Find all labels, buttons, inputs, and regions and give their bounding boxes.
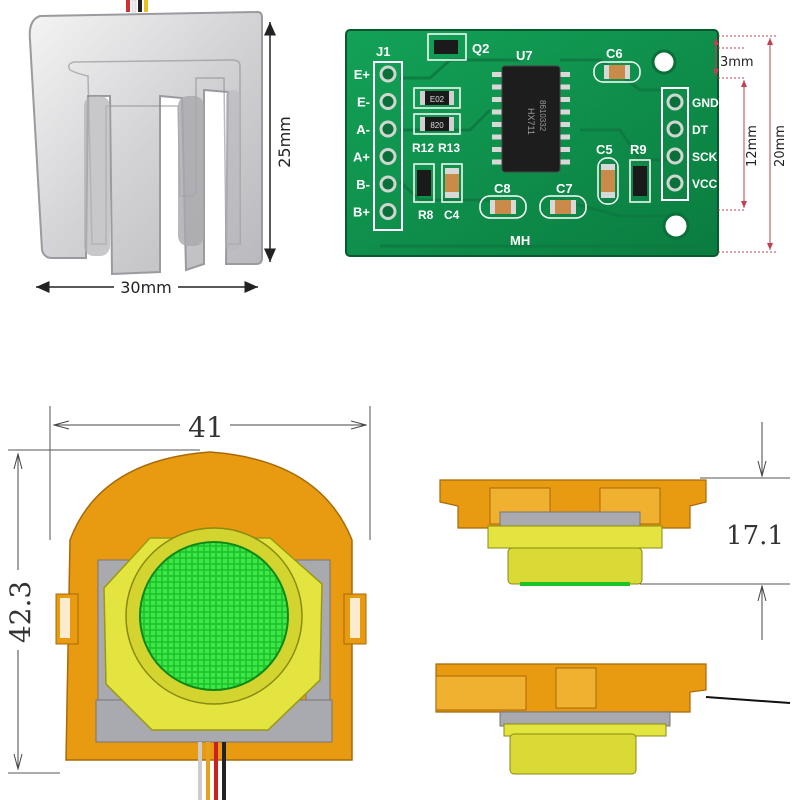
load-cell-photo: 25mm 30mm bbox=[28, 0, 294, 297]
resistor-r8 bbox=[413, 163, 435, 203]
chip-pin bbox=[492, 159, 504, 165]
left-pin-label: A+ bbox=[353, 150, 370, 165]
sensing-pad bbox=[139, 541, 289, 691]
mounting-hole-top bbox=[651, 49, 677, 75]
right-pin-labels: GND DT SCK VCC bbox=[666, 93, 719, 192]
right-pin-pad bbox=[666, 174, 684, 192]
label-c8: C8 bbox=[494, 181, 511, 196]
sensor-top-view: 41 42.3 bbox=[4, 406, 371, 800]
chip-pin bbox=[558, 109, 570, 115]
left-pin-labels: E+ E- A- A+ B- B+ bbox=[353, 65, 397, 220]
chip-pin bbox=[558, 159, 570, 165]
left-pin-pad bbox=[379, 175, 397, 193]
capacitor-c7 bbox=[539, 195, 587, 219]
label-c7: C7 bbox=[556, 181, 573, 196]
label-r8: R8 bbox=[418, 208, 434, 222]
height-42-label: 42.3 bbox=[4, 581, 37, 643]
left-pin-pad bbox=[379, 65, 397, 83]
sensor-side-view-bottom bbox=[435, 663, 791, 775]
left-pin-pad bbox=[379, 120, 397, 138]
chip-marking-1: HX711 bbox=[526, 108, 536, 135]
capacitor-c8 bbox=[479, 195, 527, 219]
label-c6: C6 bbox=[606, 46, 623, 61]
header-j1-label: J1 bbox=[376, 44, 390, 59]
left-pin-label: A- bbox=[356, 122, 370, 137]
silkscreen-logo: MH bbox=[510, 233, 530, 248]
dim-top-label: 3mm bbox=[720, 55, 754, 70]
chip-pin bbox=[558, 134, 570, 140]
svg-text:E02: E02 bbox=[430, 95, 445, 104]
hx711-board: J1 E+ E- A- A+ B- B+ GND DT SCK VCC Q2 U7 HX711 … bbox=[345, 29, 788, 257]
chip-pin bbox=[558, 72, 570, 77]
chip-pin bbox=[558, 84, 570, 90]
chip-pin bbox=[492, 134, 504, 140]
header-right-outline bbox=[661, 87, 689, 201]
chip-pin bbox=[558, 122, 570, 127]
left-pin-pad bbox=[379, 93, 397, 110]
left-pin-pad bbox=[379, 148, 397, 165]
chip-designator: U7 bbox=[516, 48, 533, 63]
right-pin-pad bbox=[666, 93, 684, 111]
dim-pitch-label: 12mm bbox=[745, 125, 760, 167]
right-pin-label: DT bbox=[692, 123, 709, 137]
right-pin-pad bbox=[666, 147, 684, 165]
right-pin-label: VCC bbox=[692, 177, 718, 191]
left-pin-label: E+ bbox=[354, 67, 371, 82]
right-pin-pad bbox=[666, 120, 684, 138]
thickness-label: 17.1 bbox=[726, 521, 784, 551]
dim-height-label: 20mm bbox=[773, 125, 788, 167]
right-pin-label: GND bbox=[692, 96, 719, 110]
wires-bottom bbox=[198, 742, 226, 800]
width-41-label: 41 bbox=[188, 411, 224, 444]
wires-top bbox=[126, 0, 148, 13]
resistor-r12: E02 bbox=[413, 87, 461, 109]
svg-text:Q2: Q2 bbox=[472, 41, 489, 56]
label-r9: R9 bbox=[630, 142, 647, 157]
header-j1-outline bbox=[373, 61, 403, 231]
chip-pin bbox=[492, 122, 504, 127]
left-pin-label: E- bbox=[357, 95, 370, 110]
chip-pin bbox=[492, 147, 504, 152]
left-pin-label: B- bbox=[356, 177, 370, 192]
transistor-q2: Q2 bbox=[427, 33, 489, 61]
label-c5: C5 bbox=[596, 142, 613, 157]
chip-pin bbox=[492, 84, 504, 90]
hx711-chip: U7 HX711 8610332 bbox=[492, 48, 570, 173]
chip-pin bbox=[492, 109, 504, 115]
cable-exit bbox=[705, 696, 791, 704]
chip-pins bbox=[492, 72, 570, 165]
capacitor-c4 bbox=[441, 163, 463, 203]
label-r12: R12 bbox=[412, 141, 434, 155]
capacitor-c6 bbox=[593, 61, 641, 83]
resistor-r9 bbox=[629, 159, 651, 203]
svg-text:820: 820 bbox=[430, 121, 444, 130]
board-dimensions bbox=[713, 35, 776, 253]
chip-marking-2: 8610332 bbox=[538, 100, 547, 132]
width-dimension-label: 30mm bbox=[120, 278, 172, 297]
resistor-r13: 820 bbox=[413, 113, 461, 135]
left-pin-pad bbox=[379, 203, 397, 220]
chip-pin bbox=[558, 97, 570, 102]
capacitor-c5 bbox=[597, 157, 619, 205]
mounting-hole-bottom bbox=[662, 212, 690, 240]
chip-pin bbox=[492, 97, 504, 102]
label-r13: R13 bbox=[438, 141, 460, 155]
chip-pin bbox=[558, 147, 570, 152]
left-pin-label: B+ bbox=[353, 205, 370, 220]
label-c4: C4 bbox=[444, 208, 460, 222]
chip-pin bbox=[492, 72, 504, 77]
right-pin-label: SCK bbox=[692, 150, 718, 164]
height-dimension-label: 25mm bbox=[275, 116, 294, 168]
sensor-side-view-top: 17.1 bbox=[439, 422, 790, 640]
